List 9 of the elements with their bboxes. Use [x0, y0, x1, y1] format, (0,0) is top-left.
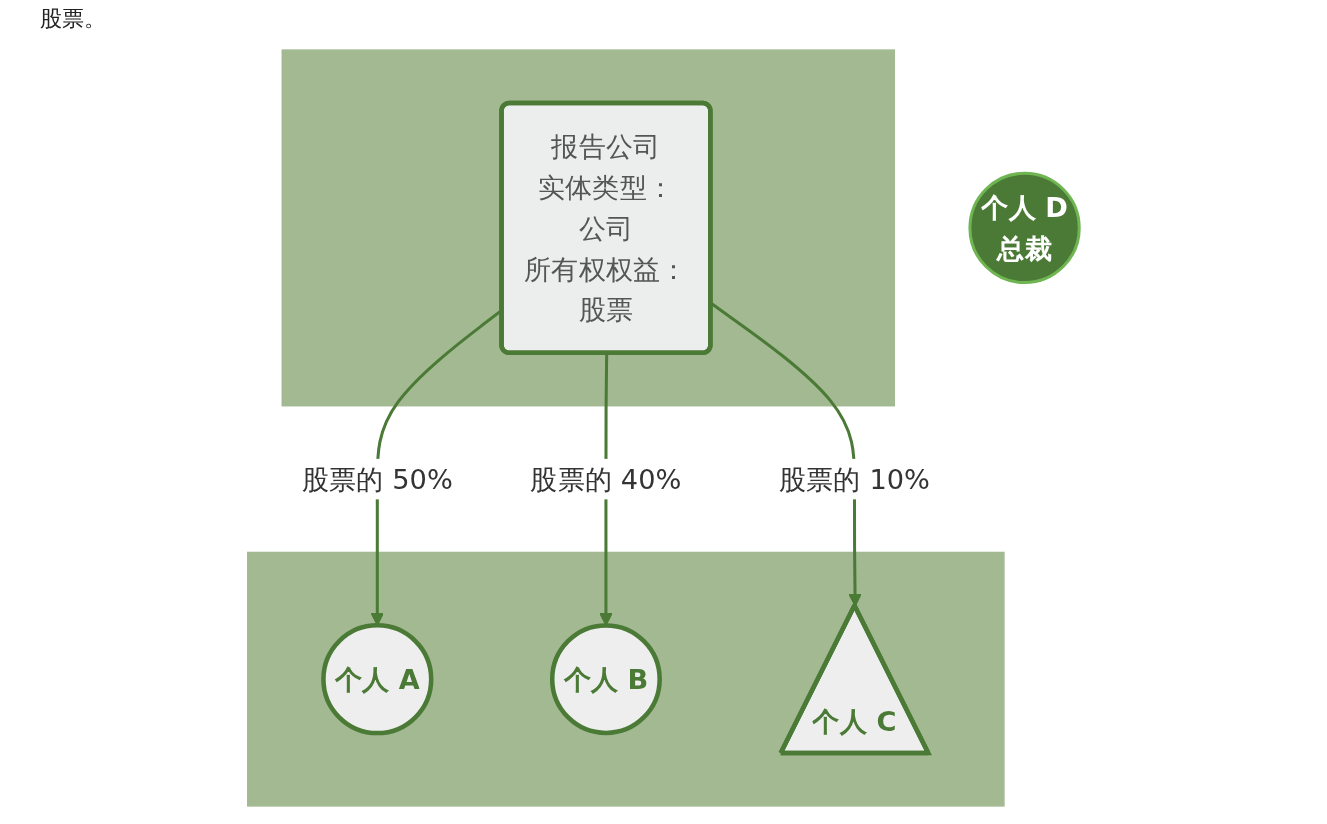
edge-label: 股票的 50% [301, 463, 453, 495]
node-circle: 个人 B [549, 623, 662, 736]
cluster [281, 49, 896, 407]
edge-label: 股票的 10% [779, 463, 930, 495]
cluster [247, 551, 1005, 807]
node-circle: 个人 D 总裁 [968, 171, 1081, 285]
edge-label: 股票的 40% [530, 463, 682, 495]
note-text: 股票。 [40, 5, 107, 33]
node-circle: 个人 A [321, 623, 434, 736]
